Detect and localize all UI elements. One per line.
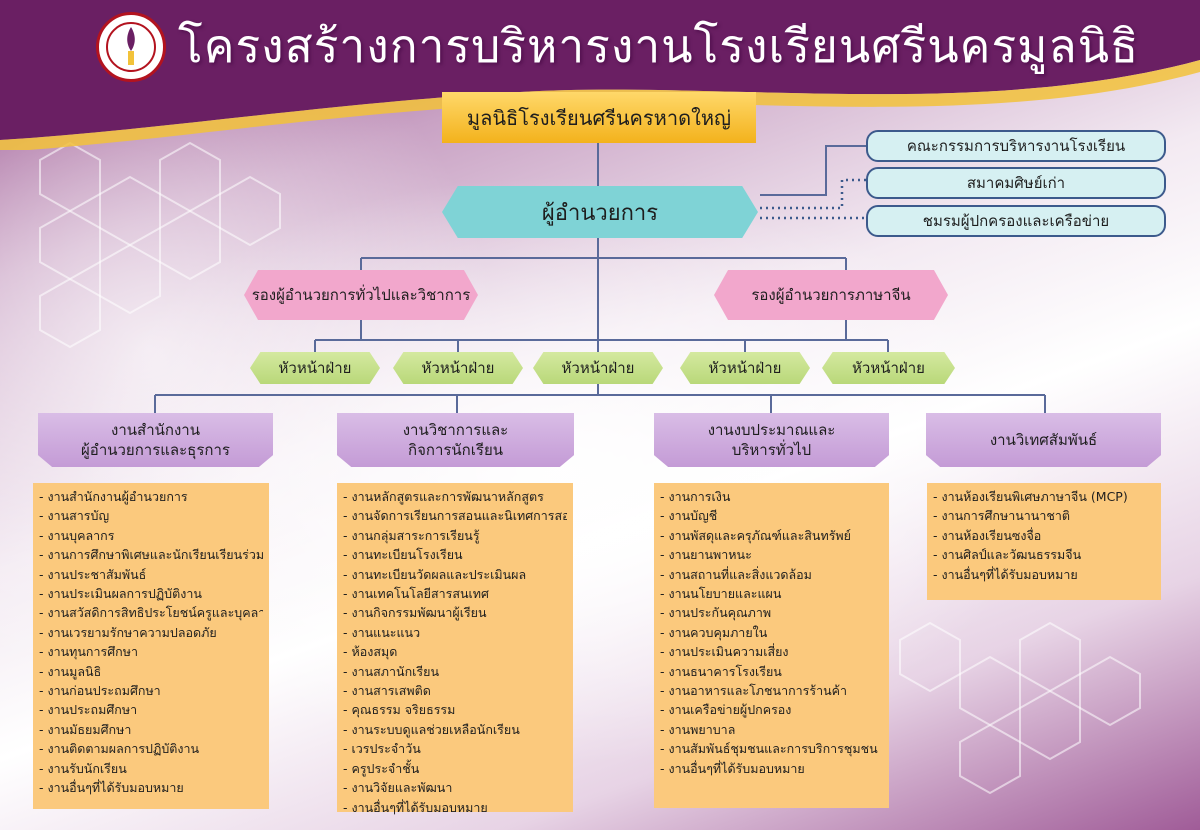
task-item: - งานการเงิน	[660, 489, 731, 504]
task-item: - เวรประจำวัน	[343, 741, 421, 757]
department-head-box: หัวหน้าฝ่าย	[533, 352, 663, 384]
task-item: - งานอื่นๆที่ได้รับมอบหมาย	[660, 760, 805, 776]
deputy-general-academic-box: รองผู้อำนวยการทั่วไปและวิชาการ	[244, 270, 478, 320]
task-item: - งานอาหารและโภชนาการร้านค้า	[660, 683, 848, 699]
task-item: - งานเวรยามรักษาความปลอดภัย	[39, 624, 217, 640]
task-item: - งานพยาบาล	[660, 721, 736, 737]
task-item: - งานสภานักเรียน	[343, 663, 440, 679]
task-item: - งานประเมินความเสี่ยง	[660, 644, 789, 660]
department-international-task-list: - งานห้องเรียนพิเศษภาษาจีน (MCP) - งานการ…	[927, 483, 1161, 600]
task-item: - งานพัสดุและครุภัณฑ์และสินทรัพย์	[660, 527, 851, 543]
task-item: - งานประกันคุณภาพ	[660, 605, 772, 621]
department-title-line2: บริหารทั่วไป	[731, 441, 812, 459]
task-item: - งานการศึกษาพิเศษและนักเรียนเรียนร่วม	[39, 547, 263, 563]
task-item: - งานเทคโนโลยีสารสนเทศ	[343, 586, 489, 602]
department-title-line1: งานวิเทศสัมพันธ์	[989, 431, 1098, 449]
task-item: - งานประเมินผลการปฏิบัติงาน	[39, 586, 202, 602]
department-academic-task-list: - งานหลักสูตรและการพัฒนาหลักสูตร - งานจัด…	[337, 483, 573, 815]
department-head-box: หัวหน้าฝ่าย	[822, 352, 955, 384]
task-item: - งานธนาคารโรงเรียน	[660, 663, 782, 679]
task-item: - ครูประจำชั้น	[343, 760, 420, 776]
task-item: - งานกิจกรรมพัฒนาผู้เรียน	[343, 605, 487, 621]
department-international-header: งานวิเทศสัมพันธ์	[926, 413, 1161, 467]
task-item: - งานเครือข่ายผู้ปกครอง	[660, 702, 792, 718]
task-item: - งานอื่นๆที่ได้รับมอบหมาย	[39, 780, 184, 796]
task-item: - งานสวัสดิการสิทธิประโยชน์ครูและบุคลากร	[39, 605, 263, 621]
task-item: - งานสารเสพติด	[343, 683, 431, 699]
task-item: - งานสัมพันธ์ชุมชนและการบริการชุมชน	[660, 741, 878, 757]
director-box: ผู้อำนวยการ	[442, 186, 758, 238]
task-item: - งานรับนักเรียน	[39, 760, 127, 776]
task-item: - ห้องสมุด	[343, 644, 398, 660]
task-item: - คุณธรรม จริยธรรม	[343, 702, 456, 718]
task-item: - งานประชาสัมพันธ์	[39, 566, 147, 582]
task-item: - งานอื่นๆที่ได้รับมอบหมาย	[343, 799, 488, 815]
task-item: - งานควบคุมภายใน	[660, 624, 768, 640]
department-budget-task-list: - งานการเงิน - งานบัญชี - งานพัสดุและครุภั…	[654, 483, 889, 808]
header-band	[0, 0, 1200, 150]
task-item: - งานทะเบียนโรงเรียน	[343, 547, 463, 563]
task-item: - งานสำนักงานผู้อำนวยการ	[39, 489, 188, 504]
task-item: - งานหลักสูตรและการพัฒนาหลักสูตร	[343, 489, 544, 504]
department-academic-header: งานวิชาการและ กิจการนักเรียน	[337, 413, 574, 467]
task-item: - งานทุนการศึกษา	[39, 644, 138, 660]
department-office-header: งานสำนักงาน ผู้อำนวยการและธุรการ	[38, 413, 273, 467]
task-item: - งานแนะแนว	[343, 624, 421, 640]
task-item: - งานทะเบียนวัดผลและประเมินผล	[343, 566, 527, 582]
department-title-line1: งานวิชาการและ	[402, 421, 509, 439]
department-head-box: หัวหน้าฝ่าย	[250, 352, 380, 384]
task-item: - งานศิลป์และวัฒนธรรมจีน	[933, 547, 1082, 563]
foundation-box: มูลนิธิโรงเรียนศรีนครหาดใหญ่	[442, 92, 756, 143]
alumni-association-box: สมาคมศิษย์เก่า	[866, 167, 1166, 199]
task-item: - งานก่อนประถมศึกษา	[39, 683, 161, 699]
task-item: - งานติดตามผลการปฏิบัติงาน	[39, 741, 200, 757]
task-item: - งานอื่นๆที่ได้รับมอบหมาย	[933, 566, 1078, 582]
parent-network-box: ชมรมผู้ปกครองและเครือข่าย	[866, 205, 1166, 237]
task-item: - งานมัธยมศึกษา	[39, 721, 132, 737]
school-board-box: คณะกรรมการบริหารงานโรงเรียน	[866, 130, 1166, 162]
task-item: - งานมูลนิธิ	[39, 663, 102, 679]
task-item: - งานนโยบายและแผน	[660, 586, 782, 602]
department-budget-header: งานงบประมาณและ บริหารทั่วไป	[654, 413, 889, 467]
task-item: - งานห้องเรียนพิเศษภาษาจีน (MCP)	[933, 489, 1128, 504]
task-item: - งานวิจัยและพัฒนา	[343, 780, 453, 796]
task-item: - งานจัดการเรียนการสอนและนิเทศการสอน	[343, 508, 567, 524]
department-title-line2: ผู้อำนวยการและธุรการ	[81, 441, 230, 459]
department-office-task-list: - งานสำนักงานผู้อำนวยการ - งานสารบัญ - งาน…	[33, 483, 269, 809]
task-item: - งานประถมศึกษา	[39, 702, 138, 718]
task-item: - งานการศึกษานานาชาติ	[933, 508, 1070, 524]
department-title-line2: กิจการนักเรียน	[408, 441, 503, 459]
department-head-box: หัวหน้าฝ่าย	[680, 352, 810, 384]
school-logo	[96, 12, 166, 82]
department-title-line1: งานงบประมาณและ	[707, 421, 836, 439]
task-item: - งานยานพาหนะ	[660, 547, 752, 563]
task-item: - งานห้องเรียนซงจื่อ	[933, 527, 1042, 543]
page-title: โครงสร้างการบริหารงานโรงเรียนศรีนครมูลนิ…	[178, 19, 1140, 73]
task-item: - งานกลุ่มสาระการเรียนรู้	[343, 527, 480, 543]
department-title-line1: งานสำนักงาน	[111, 421, 200, 439]
task-item: - งานบัญชี	[660, 508, 718, 524]
task-item: - งานสถานที่และสิ่งแวดล้อม	[660, 566, 812, 582]
deputy-chinese-box: รองผู้อำนวยการภาษาจีน	[714, 270, 948, 320]
task-item: - งานระบบดูแลช่วยเหลือนักเรียน	[343, 721, 520, 737]
department-head-box: หัวหน้าฝ่าย	[393, 352, 523, 384]
task-item: - งานบุคลากร	[39, 527, 115, 543]
task-item: - งานสารบัญ	[39, 508, 110, 524]
